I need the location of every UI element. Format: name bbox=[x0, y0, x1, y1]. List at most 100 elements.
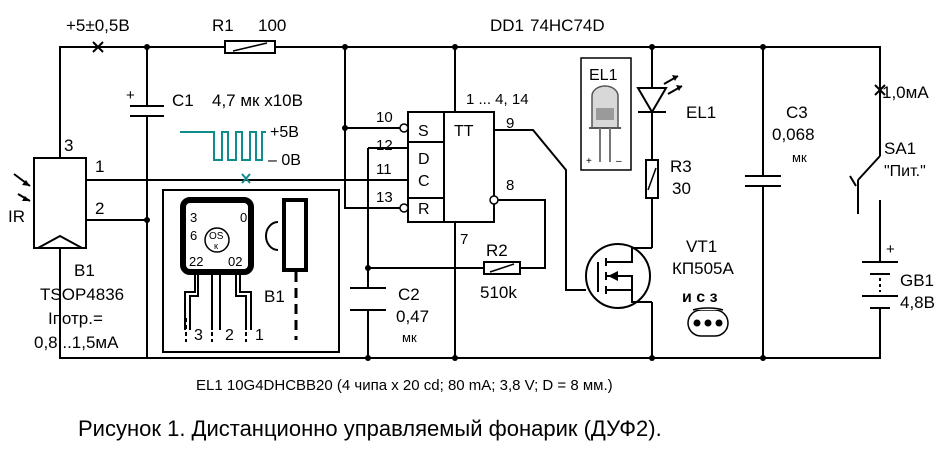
b1-pin1: 1 bbox=[95, 157, 104, 176]
el1-inset-minus: – bbox=[616, 156, 622, 167]
junction-dot bbox=[760, 355, 766, 361]
inset-chip-logo bbox=[204, 227, 230, 253]
led-emission-arrows-icon bbox=[663, 75, 683, 95]
inset-logo-top: OS bbox=[209, 231, 224, 242]
r1-ref: R1 bbox=[212, 16, 234, 35]
c2-unit: мк bbox=[402, 330, 417, 345]
ir-receiver-b1: 3 1 2 IR B1 TSOP4836 Iпотр.= 0,8...1,5мА bbox=[8, 136, 124, 352]
ir-label: IR bbox=[8, 207, 25, 226]
c1-plus: + bbox=[126, 87, 135, 104]
inset-logo-bottom: к bbox=[214, 241, 218, 251]
gb1-cells bbox=[862, 261, 898, 309]
dd1-pin9: 9 bbox=[506, 115, 514, 132]
vt1-pins-label: и с з bbox=[682, 289, 718, 306]
gb1-voltage: 4,8В bbox=[900, 293, 935, 312]
b1-pin2: 2 bbox=[95, 199, 104, 218]
capacitor-c2: C2 0,47 мк bbox=[350, 285, 429, 345]
r3-value: 30 bbox=[672, 179, 691, 198]
inset-leg2-label: 2 bbox=[225, 327, 234, 344]
el1-lens-icon bbox=[591, 85, 619, 129]
inset-leg3-label: 3 bbox=[194, 327, 203, 344]
vt1-pin-dot bbox=[704, 319, 712, 327]
dd1-set-inversion bbox=[399, 123, 409, 133]
junction-dot bbox=[365, 265, 371, 271]
junction-dot bbox=[144, 44, 150, 50]
b1-body bbox=[33, 157, 87, 249]
flip-flop-dd1: S TT D C R 10 12 11 13 9 8 7 1 ... 4, 14 bbox=[376, 91, 529, 248]
inset-leg-3 bbox=[184, 272, 199, 330]
dd1-label-r: R bbox=[418, 201, 430, 218]
signal-probe-mark bbox=[241, 173, 251, 184]
c3-ref: С3 bbox=[786, 103, 808, 122]
dd1-pin12: 12 bbox=[376, 137, 393, 154]
el1-ref: EL1 bbox=[686, 103, 716, 122]
inset-leg-1 bbox=[235, 272, 252, 330]
dd1-reset-inversion bbox=[399, 203, 409, 213]
junction-dot bbox=[342, 44, 348, 50]
inset-leg1-label: 1 bbox=[255, 327, 264, 344]
battery-gb1: + GB1 4,8В bbox=[862, 241, 935, 318]
junction-dot bbox=[649, 44, 655, 50]
inset-pin02: 02 bbox=[228, 254, 242, 269]
b1-pinout-inset: 3 0 6 OS к 22 02 3 2 1 B1 bbox=[162, 189, 340, 353]
set-reset-wire bbox=[344, 47, 400, 209]
feedback-wire bbox=[367, 147, 546, 288]
dd1-ref: DD1 bbox=[490, 16, 524, 35]
r3-ref: R3 bbox=[670, 157, 692, 176]
vt1-package-top bbox=[692, 307, 724, 311]
junction-dot bbox=[649, 355, 655, 361]
junction-dot bbox=[452, 355, 458, 361]
resistor-r3: R3 30 bbox=[645, 157, 692, 199]
c2-ref: C2 bbox=[398, 285, 420, 304]
b1-current-value: 0,8...1,5мА bbox=[34, 333, 119, 352]
dd1-pin10: 10 bbox=[376, 109, 393, 126]
dd1-pin13: 13 bbox=[376, 189, 393, 206]
ir-light-arrows-icon bbox=[13, 173, 31, 202]
test-point-marks bbox=[92, 41, 886, 96]
waveform-trace bbox=[180, 131, 266, 161]
c3-value: 0,068 bbox=[772, 125, 815, 144]
el1-photo-inset: EL1 + – bbox=[580, 57, 632, 171]
junction-dot bbox=[365, 355, 371, 361]
c1-ref: C1 bbox=[172, 91, 194, 110]
resistor-r2: R2 510k bbox=[480, 241, 521, 302]
capacitor-c3: С3 0,068 мк bbox=[745, 103, 815, 187]
dd1-label-d: D bbox=[418, 151, 430, 168]
b1-part: TSOP4836 bbox=[40, 285, 124, 304]
led-triangle bbox=[636, 87, 668, 114]
dd1-pin11: 11 bbox=[376, 161, 392, 178]
inset-leg-ends bbox=[185, 318, 247, 342]
gb1-plus: + bbox=[886, 241, 895, 258]
ground-rail-wire bbox=[59, 245, 881, 359]
vt1-part: КП505А bbox=[672, 259, 734, 278]
b1-ref: B1 bbox=[74, 261, 95, 280]
c3-unit: мк bbox=[792, 150, 807, 165]
mosfet-vt1: VT1 КП505А и с з bbox=[585, 237, 734, 337]
el1-leads bbox=[599, 128, 611, 162]
dd1-pin8: 8 bbox=[506, 177, 514, 194]
dd1-qbar-inversion bbox=[489, 195, 499, 205]
c3-plates bbox=[745, 175, 781, 187]
el1-die-icon bbox=[596, 108, 614, 120]
vt1-ref: VT1 bbox=[686, 237, 717, 256]
switch-sa1: 1,0мА SA1 "Пит." bbox=[849, 83, 929, 222]
junction-dot bbox=[144, 217, 150, 223]
junction-dot bbox=[342, 125, 348, 131]
signal-low-label: – 0В bbox=[268, 152, 301, 169]
vt1-arrow bbox=[608, 271, 618, 281]
b1-current-label: Iпотр.= bbox=[48, 309, 103, 328]
supply-test-mark bbox=[92, 41, 104, 53]
figure-caption: Рисунок 1. Дистанционно управляемый фона… bbox=[78, 416, 662, 441]
junction-dot bbox=[452, 44, 458, 50]
supply-rail-wire bbox=[59, 46, 881, 162]
junction-dot bbox=[760, 44, 766, 50]
gate-drive-wire bbox=[494, 129, 586, 291]
el1-inset-plus: + bbox=[586, 156, 592, 167]
sa1-ref: SA1 bbox=[884, 139, 916, 158]
el1-inset-ref: EL1 bbox=[589, 67, 618, 84]
r2-ref: R2 bbox=[486, 241, 508, 260]
inset-side-body bbox=[282, 198, 308, 272]
c2-plates bbox=[350, 287, 386, 311]
